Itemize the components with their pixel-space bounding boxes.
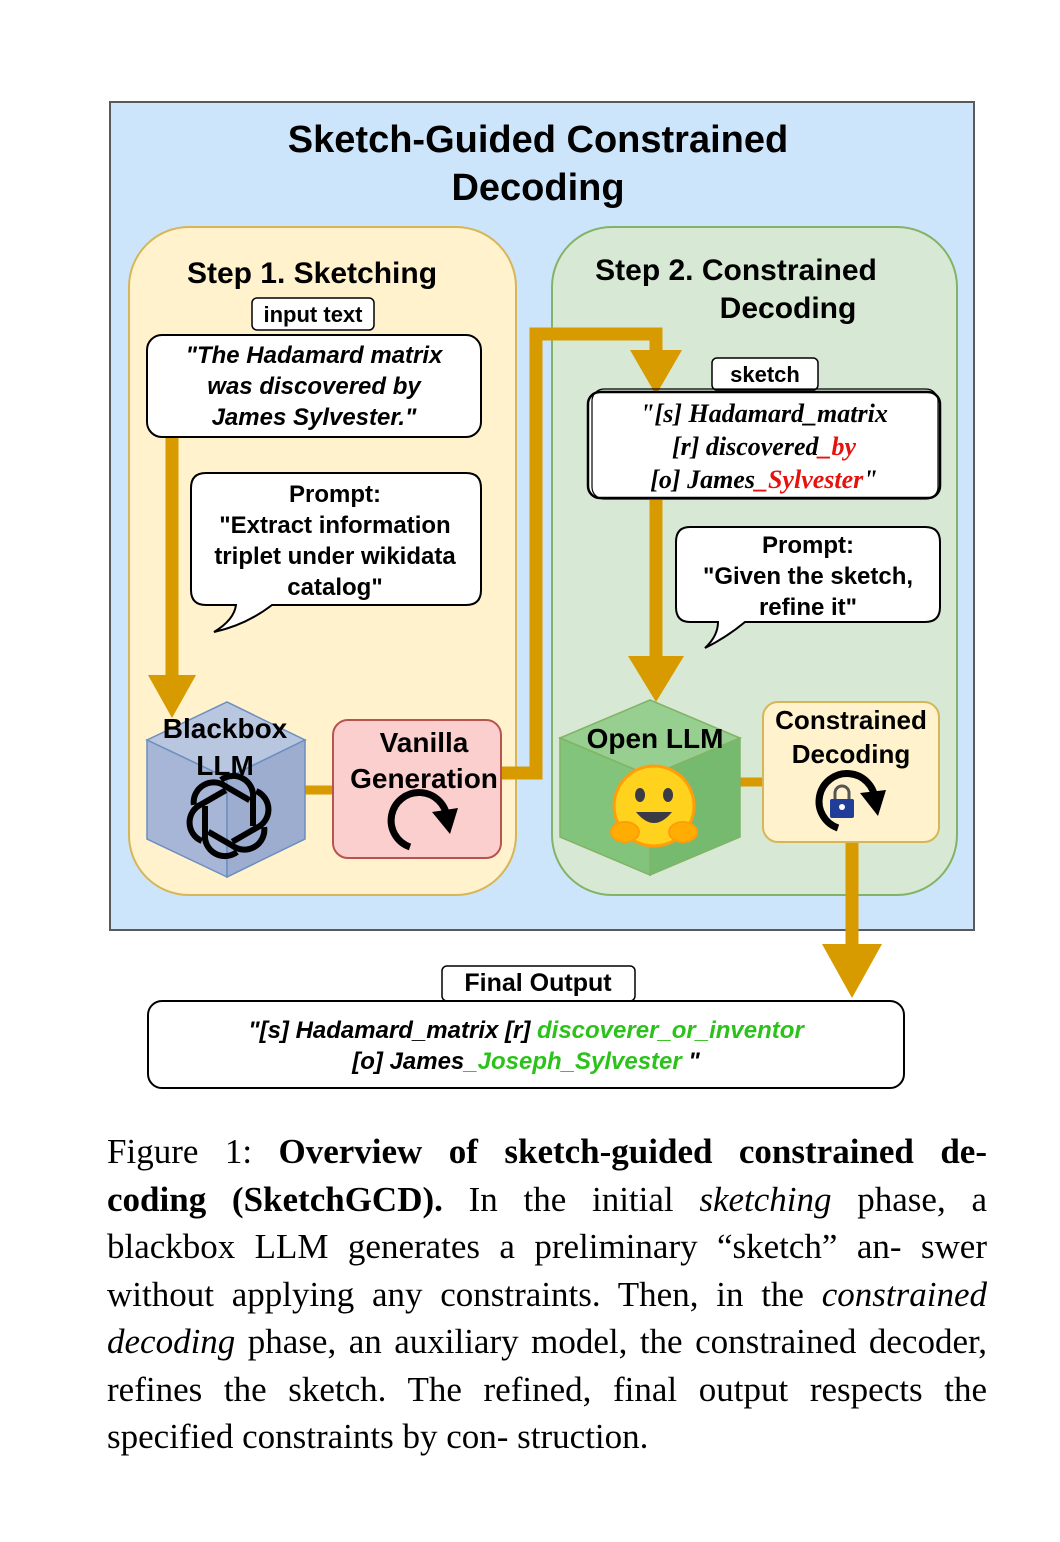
constrained-decoding-line2: Decoding	[792, 739, 910, 769]
final-output-box	[147, 1000, 905, 1089]
caption-text1: In the initial	[442, 1179, 700, 1219]
step2-title-line2: Decoding	[720, 292, 857, 325]
sketch-box	[586, 388, 942, 500]
sketch-line2-main: [r] discovered	[672, 432, 820, 461]
input-text-line3: James Sylvester."	[212, 404, 417, 431]
caption-text2: phase, a blackbox LLM generates a prelim…	[107, 1179, 987, 1314]
final-output-line1-highlight: discoverer_or_inventor	[537, 1017, 805, 1044]
input-text-line1: "The Hadamard matrix	[186, 342, 444, 369]
step1-prompt-line2: "Extract information	[219, 512, 450, 539]
sketch-line3-end: "	[863, 465, 877, 494]
caption-bold: Overview of sketch-guided constrained de…	[107, 1132, 987, 1219]
sketch-line2-highlight: _by	[817, 432, 857, 461]
diagram-title-line2: Decoding	[451, 167, 624, 209]
input-text-line2: was discovered by	[207, 373, 422, 400]
open-llm-label: Open LLM	[587, 723, 724, 754]
step1-prompt-line3: triplet under wikidata	[214, 543, 456, 570]
caption-text3: phase, an auxiliary model, the constrain…	[107, 1322, 987, 1456]
caption-italic1: sketching	[699, 1179, 832, 1219]
figure-caption: Figure 1: Overview of sketch-guided cons…	[107, 1128, 987, 1461]
step2-prompt-bubble	[675, 526, 941, 649]
vanilla-generation-box	[332, 719, 502, 859]
sketch-line3-highlight: _Sylvester	[753, 465, 864, 494]
caption-fig-label: Figure 1:	[107, 1132, 279, 1171]
flow-arrows	[165, 327, 859, 958]
final-output-line2-main: [o] James	[351, 1048, 464, 1075]
arrowhead-blackbox	[148, 675, 196, 718]
arrowhead-sketch	[630, 350, 682, 395]
arrowheads	[148, 350, 882, 998]
sketch-line2: [r] discovered_by	[672, 432, 857, 461]
constrained-decoding-line1: Constrained	[775, 705, 927, 735]
step2-prompt-line2: "Given the sketch,	[703, 563, 913, 590]
sketch-label-box	[711, 357, 819, 391]
sketch-line3: [o] James_Sylvester"	[650, 465, 877, 494]
hugging-face-emoji-icon	[610, 764, 698, 848]
final-output-line2: [o] James_Joseph_Sylvester "	[351, 1048, 700, 1075]
diagram: Sketch-Guided Constrained Decoding Step …	[109, 101, 975, 1089]
step1-prompt-bubble	[190, 472, 482, 633]
input-text-box	[146, 334, 482, 438]
vanilla-generation-line2: Generation	[350, 763, 498, 794]
step1-title: Step 1. Sketching	[187, 257, 437, 290]
step2-prompt-line1: Prompt:	[762, 532, 854, 559]
lock-refresh-icon	[815, 770, 886, 832]
step2-prompt-line3: refine it"	[759, 594, 857, 621]
final-output-label: Final Output	[464, 969, 612, 997]
caption-italic2: constrained decoding	[107, 1274, 987, 1362]
input-text-label: input text	[264, 302, 364, 327]
vanilla-generation-line1: Vanilla	[380, 727, 469, 758]
sketch-line3-main: [o] James	[650, 465, 755, 494]
refresh-arrow-icon	[387, 789, 458, 851]
final-output-line2-end: "	[682, 1048, 701, 1075]
arrowhead-openllm	[628, 656, 684, 702]
arrowhead-final	[822, 944, 882, 998]
sketch-label: sketch	[730, 362, 800, 387]
arrow-vanilla-to-sketch	[500, 327, 663, 780]
step2-title-line1: Step 2. Constrained	[595, 254, 877, 287]
final-output-line1: "[s] Hadamard_matrix [r] discoverer_or_i…	[248, 1017, 805, 1044]
diagram-title-line1: Sketch-Guided Constrained	[288, 119, 788, 161]
input-text-label-box	[251, 297, 375, 331]
step1-prompt-line1: Prompt:	[289, 481, 381, 508]
blackbox-llm-line1: Blackbox	[163, 713, 288, 744]
openai-logo-icon	[186, 772, 272, 860]
step1-prompt-line4: catalog"	[287, 574, 382, 601]
final-output-line2-highlight: _Joseph_Sylvester	[462, 1048, 683, 1075]
final-output-line1-main: "[s] Hadamard_matrix [r]	[248, 1017, 537, 1044]
sketch-line1: "[s] Hadamard_matrix	[640, 399, 888, 428]
